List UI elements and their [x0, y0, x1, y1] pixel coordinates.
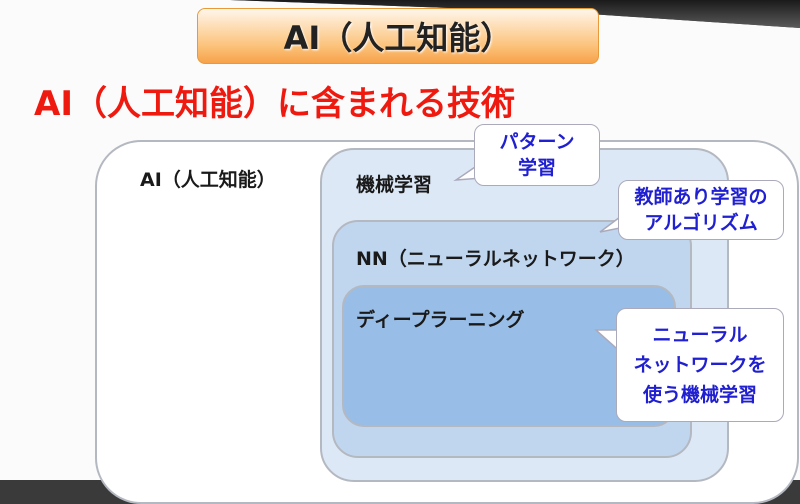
slide-heading: AI（人工知能）に含まれる技術 — [34, 84, 515, 124]
callout-line: 使う機械学習 — [642, 384, 757, 406]
slide-title: AI（人工知能） — [283, 19, 513, 57]
callout-pattern-learning: パターン 学習 — [474, 124, 600, 186]
dl-label: ディープラーニング — [356, 309, 525, 331]
callout-line: ネットワークを — [633, 354, 767, 376]
callout-line: パターン — [499, 131, 575, 153]
callout-supervised-algorithm: 教師あり学習の アルゴリズム — [618, 180, 784, 240]
nn-label: NN（ニューラルネットワーク） — [356, 248, 635, 270]
ai-label: AI（人工知能） — [140, 169, 276, 191]
callout-line: 学習 — [517, 157, 556, 179]
ml-label: 機械学習 — [356, 174, 433, 196]
callout-line: 教師あり学習の — [634, 186, 768, 208]
callout-line: アルゴリズム — [644, 212, 758, 234]
slide-title-banner: AI（人工知能） — [197, 8, 599, 64]
callout-nn-machine-learning: ニューラル ネットワークを 使う機械学習 — [616, 308, 784, 422]
callout-line: ニューラル — [652, 324, 748, 346]
